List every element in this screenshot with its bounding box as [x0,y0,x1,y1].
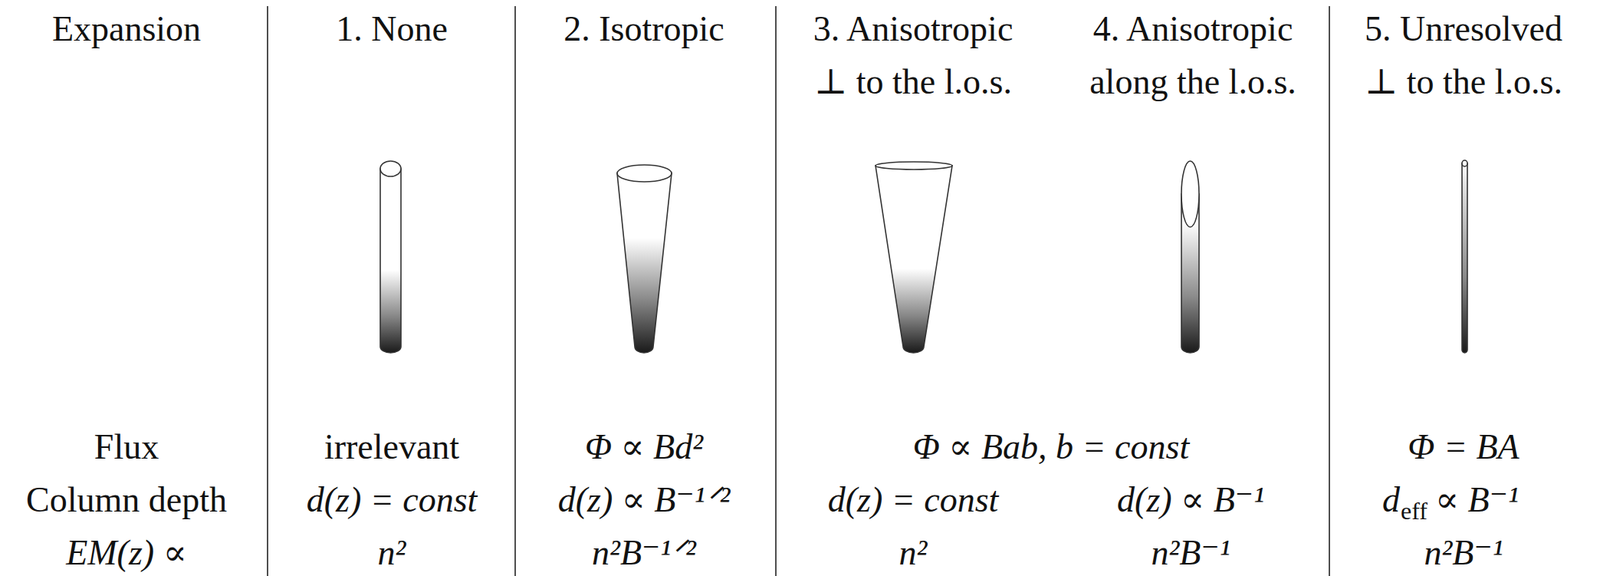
table-cell: n²B⁻¹ᐟ² [591,525,697,576]
table-cell: d(z) ∝ B⁻¹ [1117,473,1265,526]
table-cell: d [1382,473,1400,526]
table-cell: n²B⁻¹ [1424,525,1504,576]
column-heading: 2. Isotropic [563,2,725,56]
column-heading: Expansion [52,2,201,56]
row-heading: Column depth [26,473,227,526]
table-cell: d(z) ∝ B⁻¹ᐟ² [558,473,731,526]
table-cell: Φ ∝ Bab, b = const [913,420,1190,474]
table-cell: Φ ∝ Bd² [584,420,704,474]
subscript: eff [1400,492,1428,529]
column-heading: 3. Anisotropic ⊥ to the l.o.s. [809,2,1018,109]
table-cell: ∝ B⁻¹ [1435,473,1519,526]
table-cell: irrelevant [324,420,460,474]
row-heading: EM(z) ∝ [65,525,188,576]
table-cell: d(z) = const [827,473,999,526]
column-heading: 1. None [335,2,448,56]
row-heading: Flux [94,420,159,474]
table-cell: d(z) = const [306,473,478,526]
table-cell: Φ = BA [1407,420,1519,474]
table-cell: n² [899,525,928,576]
column-heading: 5. Unresolved ⊥ to the l.o.s. [1360,2,1568,109]
table-cell: n² [377,525,407,576]
column-heading: 4. Anisotropic along the l.o.s. [1087,2,1300,109]
table-cell: n²B⁻¹ [1151,525,1231,576]
